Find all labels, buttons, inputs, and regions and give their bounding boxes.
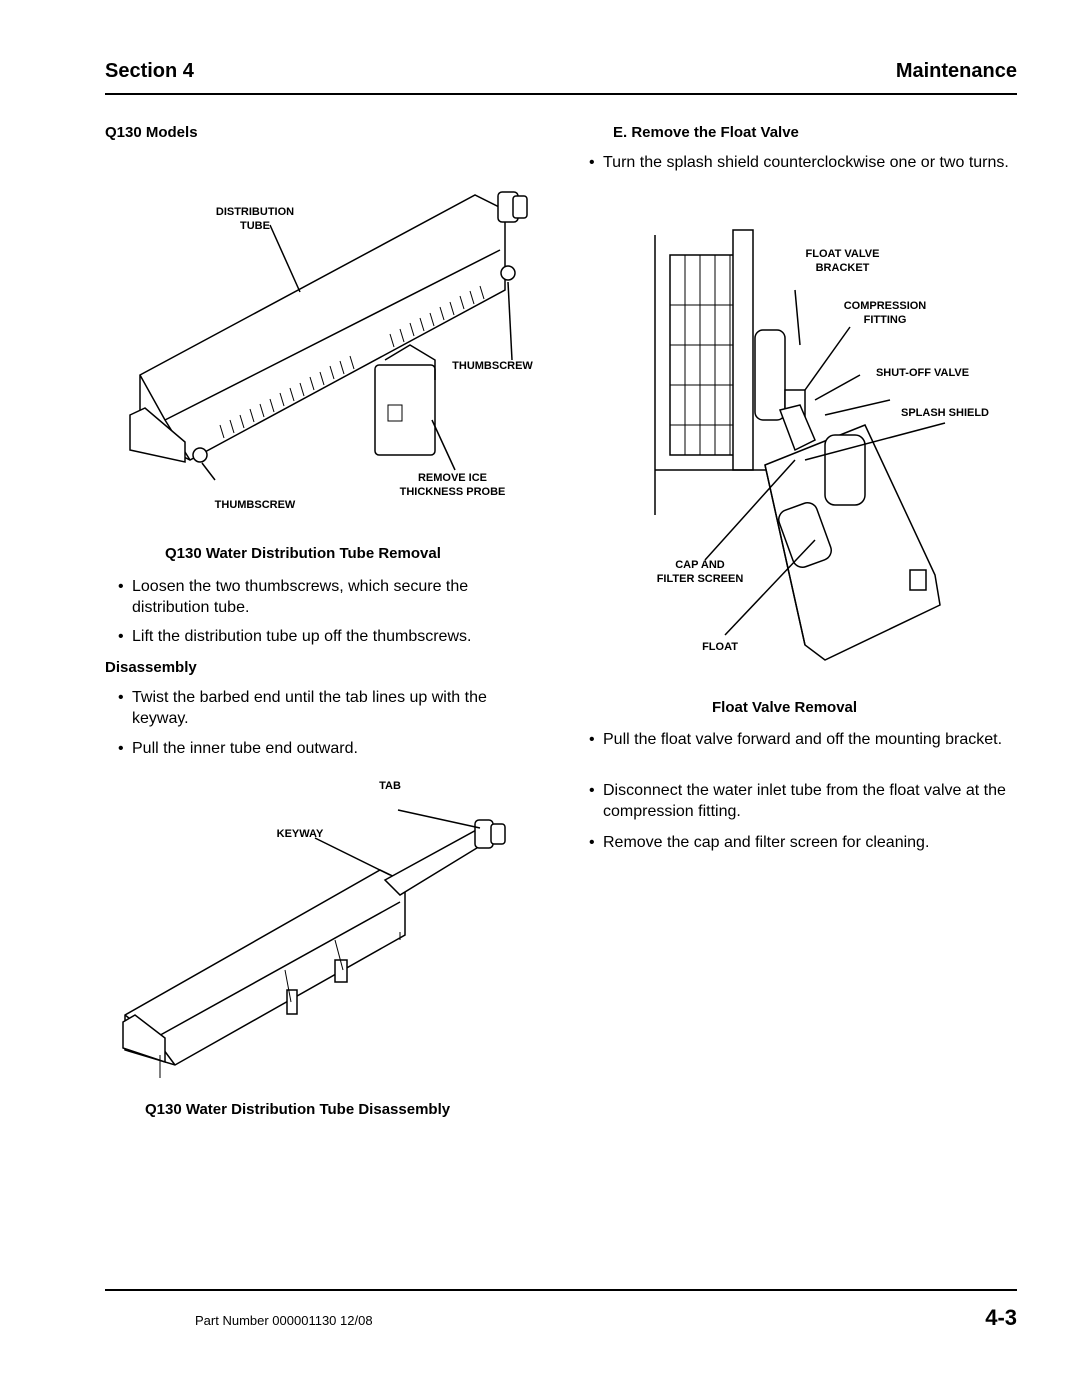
label-float-valve-bracket: FLOAT VALVE BRACKET <box>805 248 880 274</box>
tube-slots <box>219 285 485 439</box>
disassembly-bullet-2: • Pull the inner tube end outward. <box>118 740 358 757</box>
thumbscrew-left-shape <box>192 447 208 463</box>
label-shutoff-valve: SHUT-OFF VALVE <box>875 367 970 379</box>
ice-probe-shape <box>374 364 436 456</box>
label-keyway: KEYWAY <box>276 828 324 840</box>
section-label: Section 4 <box>105 60 194 82</box>
float-bullet-2: • Disconnect the water inlet tube from t… <box>589 782 1006 820</box>
bullet-dot: • <box>589 154 595 171</box>
evaporator-grid <box>670 255 750 455</box>
tube-disassembly-illustration <box>122 809 506 1078</box>
distribution-tube-illustration <box>129 191 528 481</box>
page-number: 4-3 <box>985 1305 1017 1330</box>
float-valve-illustration <box>654 229 946 661</box>
label-distribution-tube: DISTRIBUTION TUBE <box>215 206 295 232</box>
bullet-dot: • <box>589 782 595 799</box>
disassembly-bullet-1: • Twist the barbed end until the tab lin… <box>118 689 487 727</box>
float-bullet-3: • Remove the cap and filter screen for c… <box>589 834 930 851</box>
thumbscrew-right-shape <box>500 265 516 281</box>
label-thumbscrew-right: THUMBSCREW <box>452 360 533 372</box>
removal-bullet-2: • Lift the distribution tube up off the … <box>118 628 472 645</box>
label-tab: TAB <box>379 780 401 792</box>
bullet-dot: • <box>589 834 595 851</box>
header-rule <box>105 93 1017 95</box>
float-valve-removal-heading: Float Valve Removal <box>712 699 858 716</box>
bullet-dot: • <box>118 578 124 595</box>
disassembly-heading: Disassembly <box>105 659 197 676</box>
bullet-dot: • <box>118 689 124 706</box>
label-compression-fitting: COMPRESSION FITTING <box>843 300 927 326</box>
bullet-dot: • <box>118 740 124 757</box>
footer-rule <box>105 1289 1017 1291</box>
label-float: FLOAT <box>702 641 738 653</box>
label-remove-ice-probe: REMOVE ICE THICKNESS PROBE <box>399 472 506 498</box>
q130-models-heading: Q130 Models <box>105 124 198 141</box>
label-cap-filter: CAP AND FILTER SCREEN <box>656 559 744 585</box>
float-bullet-1: • Pull the float valve forward and off t… <box>589 731 1003 748</box>
remove-float-valve-heading: E. Remove the Float Valve <box>613 124 799 141</box>
bullet-dot: • <box>589 731 595 748</box>
part-number: Part Number 000001130 12/08 <box>195 1313 373 1328</box>
disassembly-figure-caption: Q130 Water Distribution Tube Disassembly <box>145 1101 451 1118</box>
page-title: Maintenance <box>895 60 1017 82</box>
intro-bullet-1: • Turn the splash shield counterclockwis… <box>589 154 1009 171</box>
bullet-dot: • <box>118 628 124 645</box>
removal-heading: Q130 Water Distribution Tube Removal <box>165 545 441 562</box>
removal-bullet-1: • Loosen the two thumbscrews, which secu… <box>118 578 469 616</box>
label-thumbscrew-left: THUMBSCREW <box>214 499 296 511</box>
label-splash-shield: SPLASH SHIELD <box>900 407 989 419</box>
